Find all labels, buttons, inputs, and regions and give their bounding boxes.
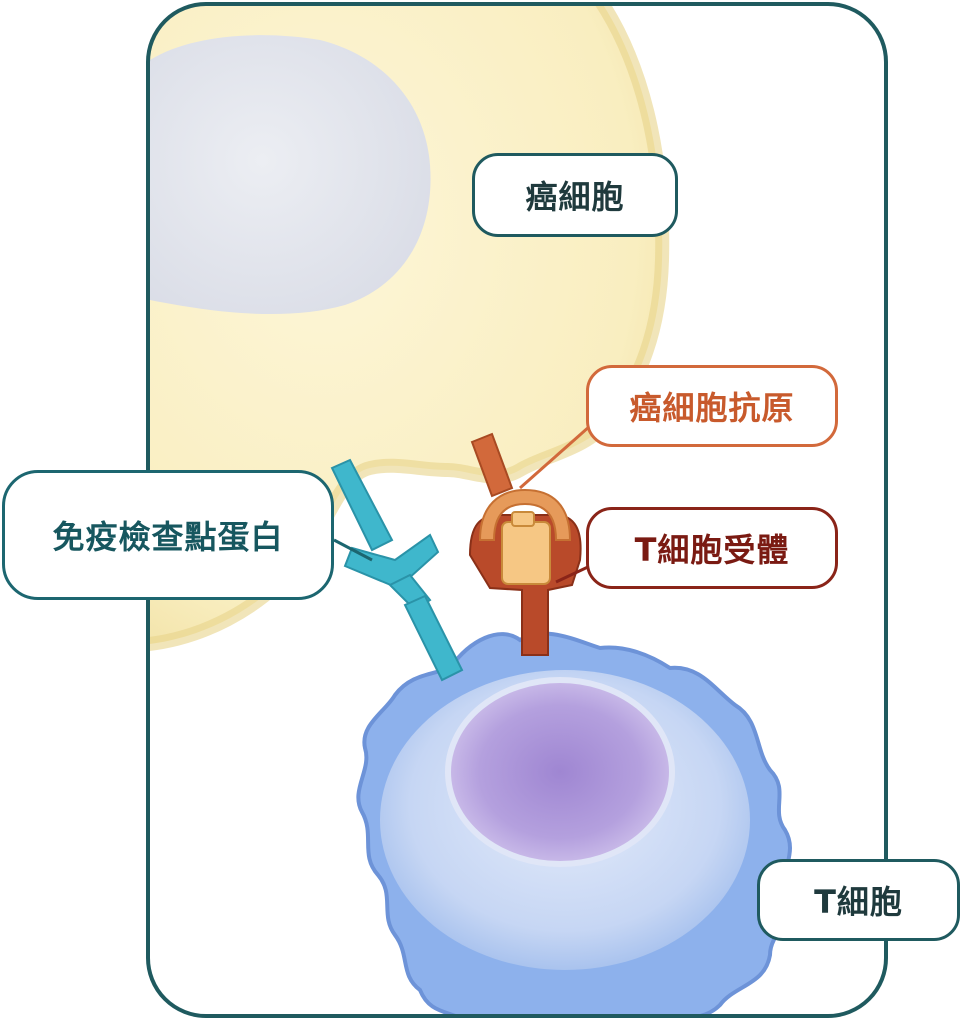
tcr-connector-line [555,564,591,584]
label-t-cell: T細胞 [757,859,960,941]
t-cell-nucleus [445,677,675,867]
label-immune-checkpoint: 免疫檢查點蛋白 [2,470,334,600]
label-t-cell-receptor: T細胞受體 [586,507,838,589]
antigen-connector-line [519,424,591,490]
checkpoint-connector-line [333,538,373,562]
cancer-cell-nucleus [150,35,431,315]
checkpoint-protein-shape [330,458,464,682]
label-cancer-cell: 癌細胞 [472,153,678,237]
label-cancer-antigen: 癌細胞抗原 [586,365,838,447]
cancer-antigen-shape [470,432,572,585]
